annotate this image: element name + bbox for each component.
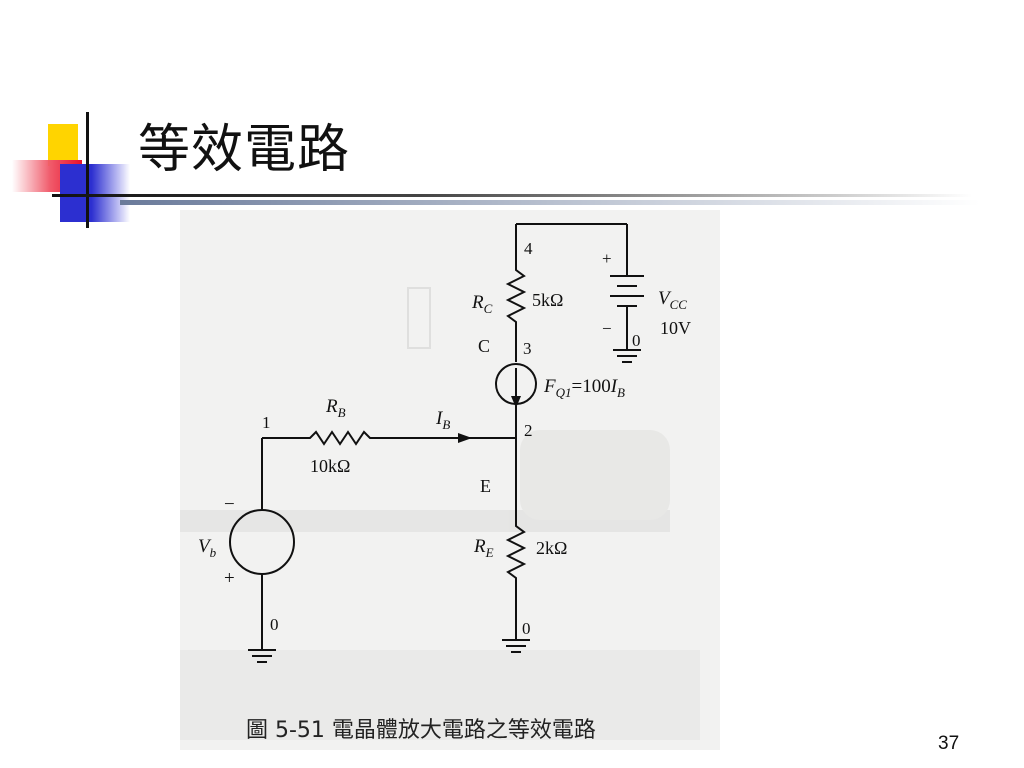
decor-vertical-line xyxy=(86,112,89,228)
vcc-label: VCC xyxy=(658,288,687,312)
node-2-label: 2 xyxy=(524,421,533,440)
re-label: RE xyxy=(473,536,494,560)
circuit-figure: 4 + − 0 RC 5kΩ VCC 10V C 3 FQ1=100IB 2 1… xyxy=(180,210,720,750)
re-value: 2kΩ xyxy=(536,538,567,558)
vb-plus-label: + xyxy=(224,568,235,589)
rb-value: 10kΩ xyxy=(310,456,350,476)
source-arrow xyxy=(511,396,521,408)
ib-arrow xyxy=(458,433,472,443)
source-label: FQ1=100IB xyxy=(543,376,625,400)
node-0-vcc-label: 0 xyxy=(632,331,641,350)
title-underline-shadow xyxy=(120,200,980,205)
rc-value: 5kΩ xyxy=(532,290,563,310)
decor-blue-square xyxy=(60,164,130,222)
vb-label: Vb xyxy=(198,536,217,560)
node-0-bottom-label: 0 xyxy=(522,619,531,638)
node-3-label: 3 xyxy=(523,339,532,358)
vcc-plus-label: + xyxy=(602,249,612,268)
slide-title: 等效電路 xyxy=(138,120,351,180)
collector-label: C xyxy=(478,336,490,356)
node-0-left-label: 0 xyxy=(270,615,279,634)
node-1-label: 1 xyxy=(262,413,271,432)
vcc-value: 10V xyxy=(660,318,691,338)
vb-minus-label: − xyxy=(224,494,235,515)
decor-yellow-square xyxy=(48,124,78,166)
rb-label: RB xyxy=(325,396,346,420)
title-underline xyxy=(52,194,972,197)
circuit-diagram: 4 + − 0 RC 5kΩ VCC 10V C 3 FQ1=100IB 2 1… xyxy=(180,223,700,740)
page-number: 37 xyxy=(938,733,960,754)
circuit-wires xyxy=(229,223,644,663)
ib-label: IB xyxy=(435,408,450,432)
figure-caption: 圖 5-51 電晶體放大電路之等效電路 xyxy=(246,718,596,743)
rc-label: RC xyxy=(471,292,493,316)
node-4-label: 4 xyxy=(524,239,533,258)
vcc-minus-label: − xyxy=(602,319,612,338)
scan-artifacts xyxy=(180,287,700,740)
emitter-label: E xyxy=(480,476,491,496)
